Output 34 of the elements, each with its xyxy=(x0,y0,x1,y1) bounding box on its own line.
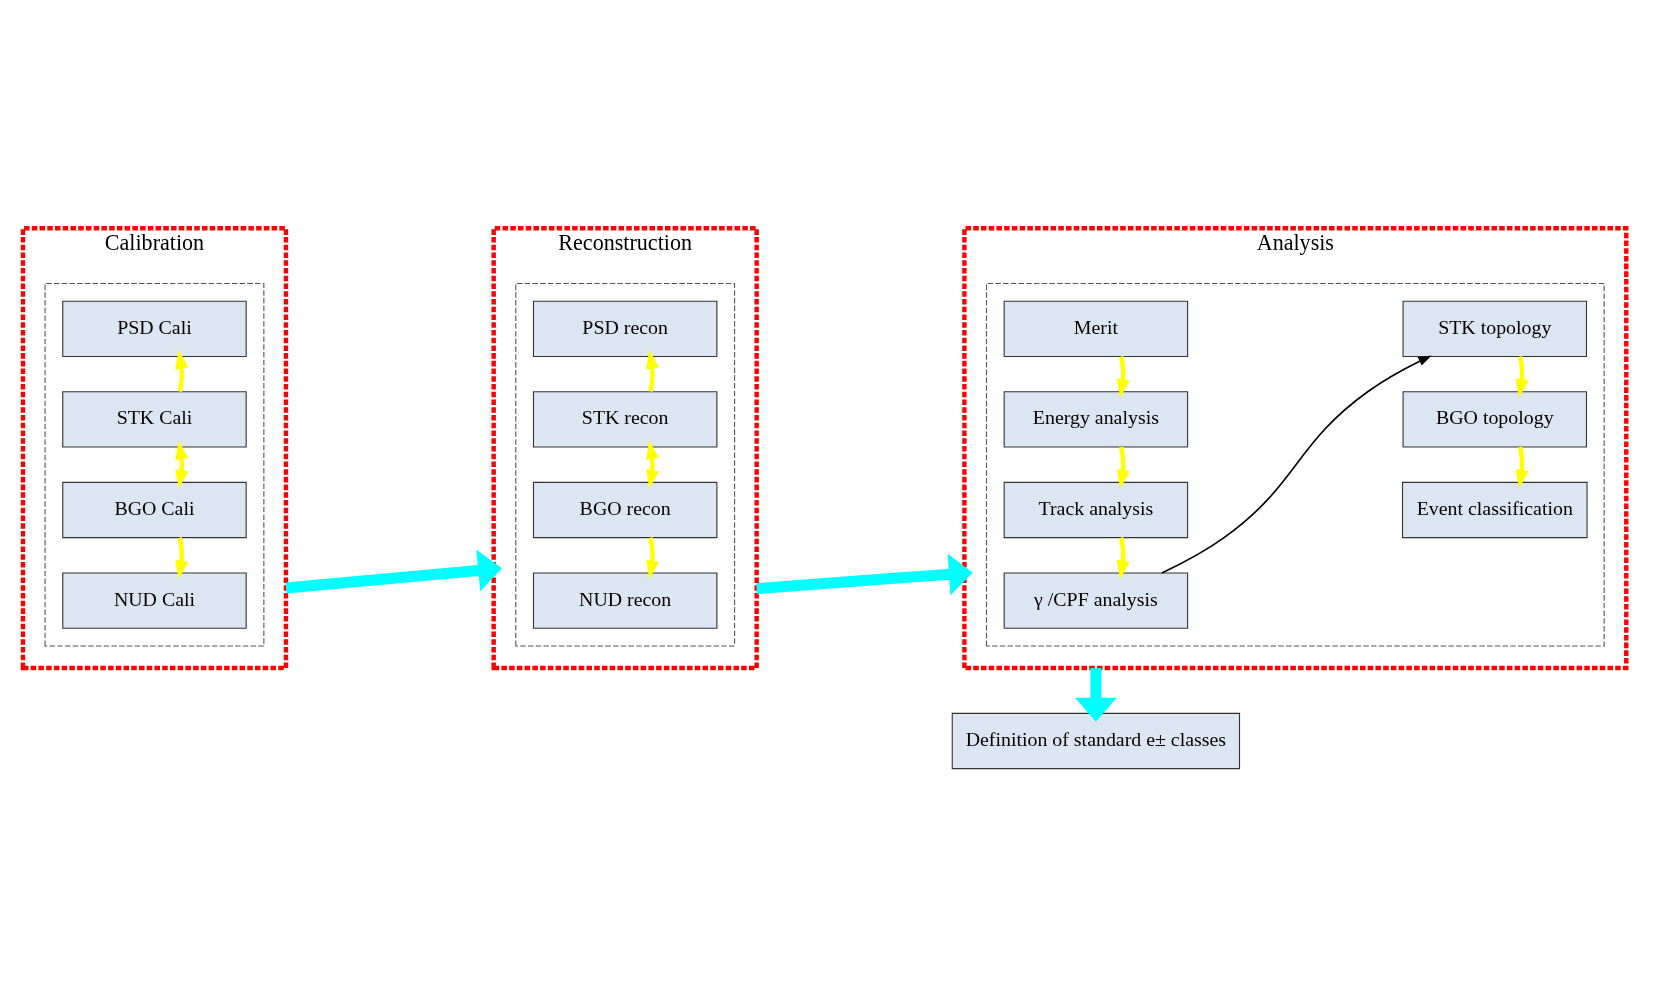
arrow xyxy=(1116,446,1130,489)
arrow xyxy=(645,536,659,579)
arrow xyxy=(174,349,188,392)
node-box: STK topology xyxy=(1402,300,1587,357)
node-box: PSD Cali xyxy=(61,300,247,357)
arrow xyxy=(1515,355,1529,398)
node-box: Event classification xyxy=(1401,481,1588,538)
node-box: STK recon xyxy=(532,390,717,448)
cluster xyxy=(514,282,735,646)
node-box: Track analysis xyxy=(1003,481,1188,538)
arrow xyxy=(645,439,659,489)
node-box: BGO Cali xyxy=(61,481,247,538)
node-box: BGO recon xyxy=(532,481,717,538)
arrow xyxy=(1116,355,1130,398)
arrow xyxy=(174,536,188,579)
arrow xyxy=(1116,536,1130,579)
node-box: STK Cali xyxy=(61,390,247,448)
arrow xyxy=(284,549,502,594)
node-box: PSD recon xyxy=(532,300,717,357)
cluster xyxy=(985,282,1605,646)
arrow xyxy=(1074,667,1117,722)
arrow xyxy=(174,439,188,489)
arrow xyxy=(755,553,973,595)
node-box: γ /CPF analysis xyxy=(1003,571,1188,629)
node-box: NUD recon xyxy=(532,571,717,629)
node-box: NUD Cali xyxy=(61,571,247,629)
node-box: BGO topology xyxy=(1402,390,1587,448)
arrow xyxy=(1515,446,1529,489)
cluster xyxy=(44,282,264,646)
arrow xyxy=(1160,354,1432,574)
node-box: Merit xyxy=(1003,300,1188,357)
node-box: Energy analysis xyxy=(1003,390,1188,448)
node-box: Definition of standard e± classes xyxy=(951,712,1240,769)
arrow xyxy=(645,349,659,392)
